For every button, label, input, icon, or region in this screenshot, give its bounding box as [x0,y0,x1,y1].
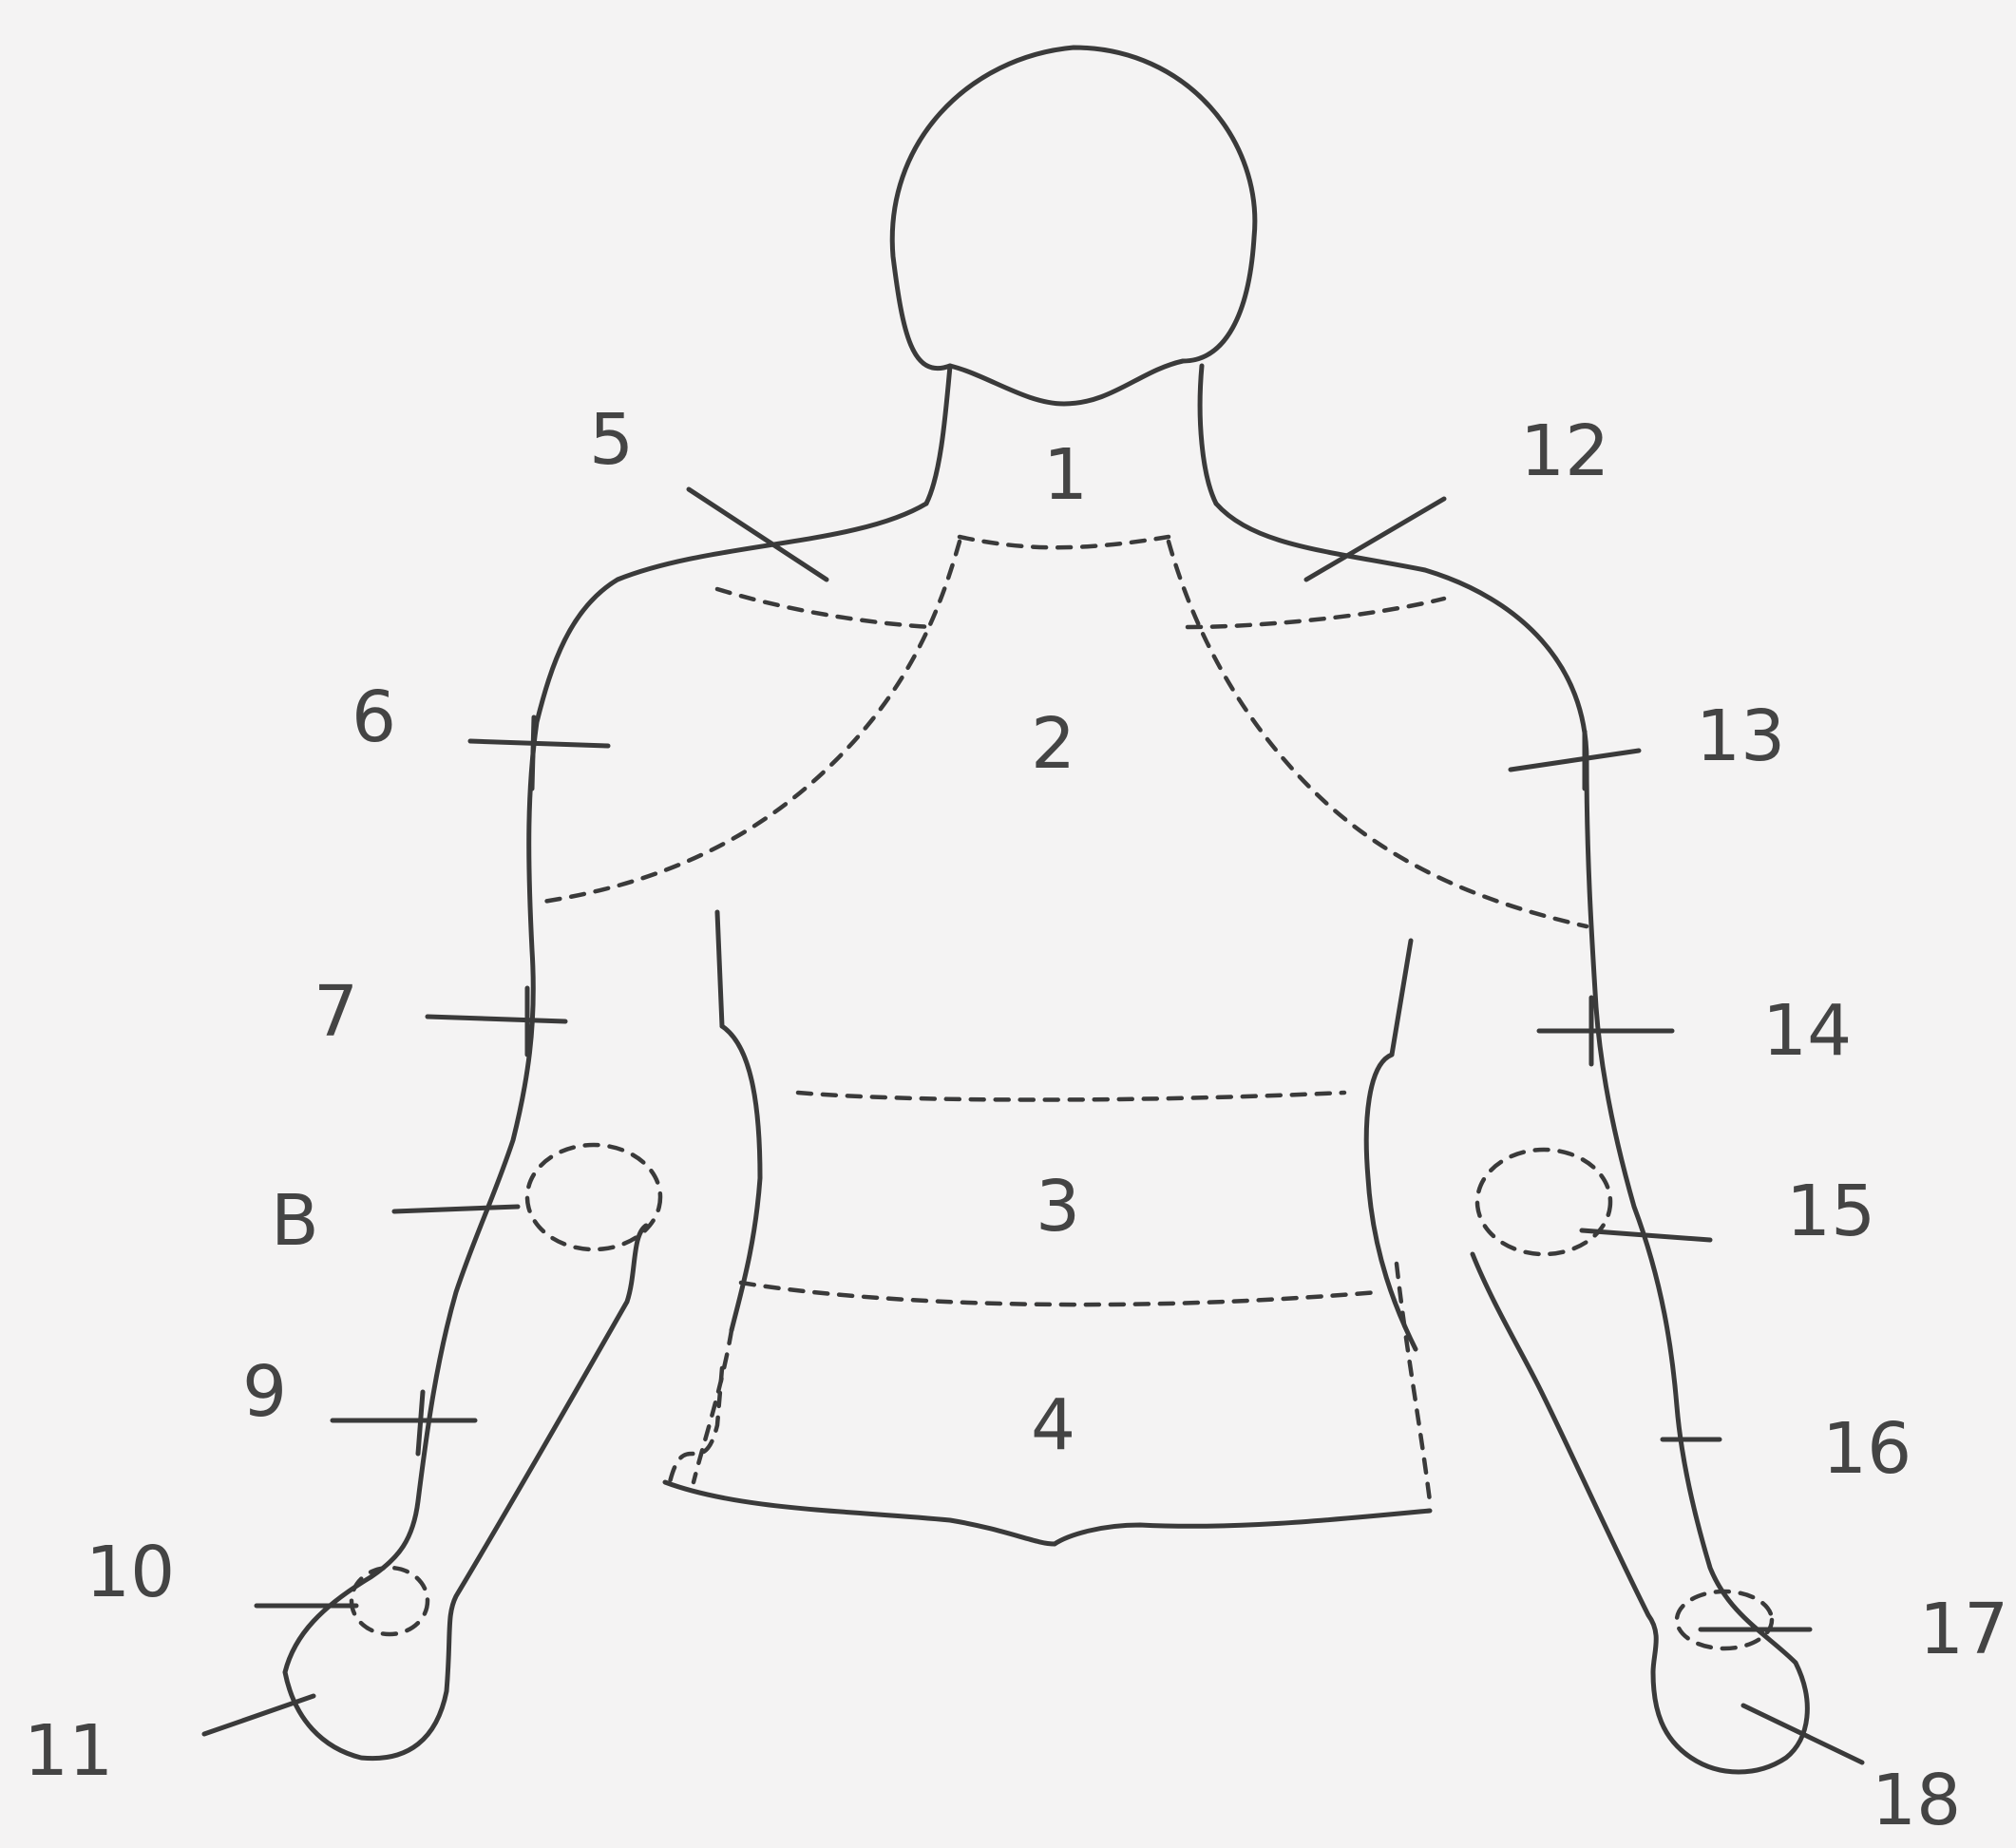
marker-label-15: 15 [1786,1171,1875,1252]
torso-side-left [717,912,722,1026]
arm-inner-right [1366,1055,1416,1349]
elbow-right [1477,1150,1610,1254]
neck-outline-right [1200,366,1216,504]
head-outline [892,48,1255,404]
region-label-lower-abdomen: 4 [1031,1384,1075,1466]
region-label-neck: 1 [1043,434,1088,516]
lower-abdomen-boundary [741,1283,1378,1305]
torso-lower-left-2 [694,1330,732,1482]
waist-line [665,1482,1430,1544]
marker-7-tick [428,1017,565,1021]
marker-label-13: 13 [1696,695,1785,777]
neck-boundary [960,537,1169,547]
body-outline-right [1216,504,1807,1772]
marker-label-11: 11 [24,1710,113,1792]
marker-label-7: 7 [314,971,358,1053]
marker-18-line [1743,1705,1862,1762]
marker-label-14: 14 [1762,990,1852,1072]
torso-lower-right [1397,1264,1430,1501]
marker-11-line [204,1696,314,1734]
torso-lower-left [670,1368,722,1482]
marker-label-10: 10 [86,1532,175,1613]
shoulder-boundary-right [1188,599,1444,627]
marker-6-stem [532,717,534,789]
neck-outline-left [926,366,950,504]
torso-side-right [1392,941,1411,1055]
marker-5-line [689,489,827,580]
upper-abdomen-boundary [798,1093,1344,1100]
marker-6-tick [470,741,608,746]
marker-label-16: 16 [1822,1408,1911,1490]
wrist-right [1677,1591,1772,1648]
marker-label-12: 12 [1520,410,1609,492]
marker-9-stem [418,1392,423,1454]
region-label-chest: 2 [1031,703,1075,785]
chest-boundary-right [1169,542,1587,926]
marker-8-tick [394,1207,518,1211]
marker-label-18: 18 [1872,1760,1961,1841]
shoulder-boundary-left [717,589,931,627]
marker-label-5: 5 [589,399,634,481]
marker-label-17: 17 [1919,1589,2008,1670]
marker-label-9: 9 [242,1351,287,1433]
marker-label-8: B [271,1180,319,1262]
marker-13-tick [1511,751,1639,770]
marker-label-6: 6 [352,676,396,758]
wrist-left [352,1568,428,1634]
region-label-upper-abdomen: 3 [1036,1166,1080,1248]
